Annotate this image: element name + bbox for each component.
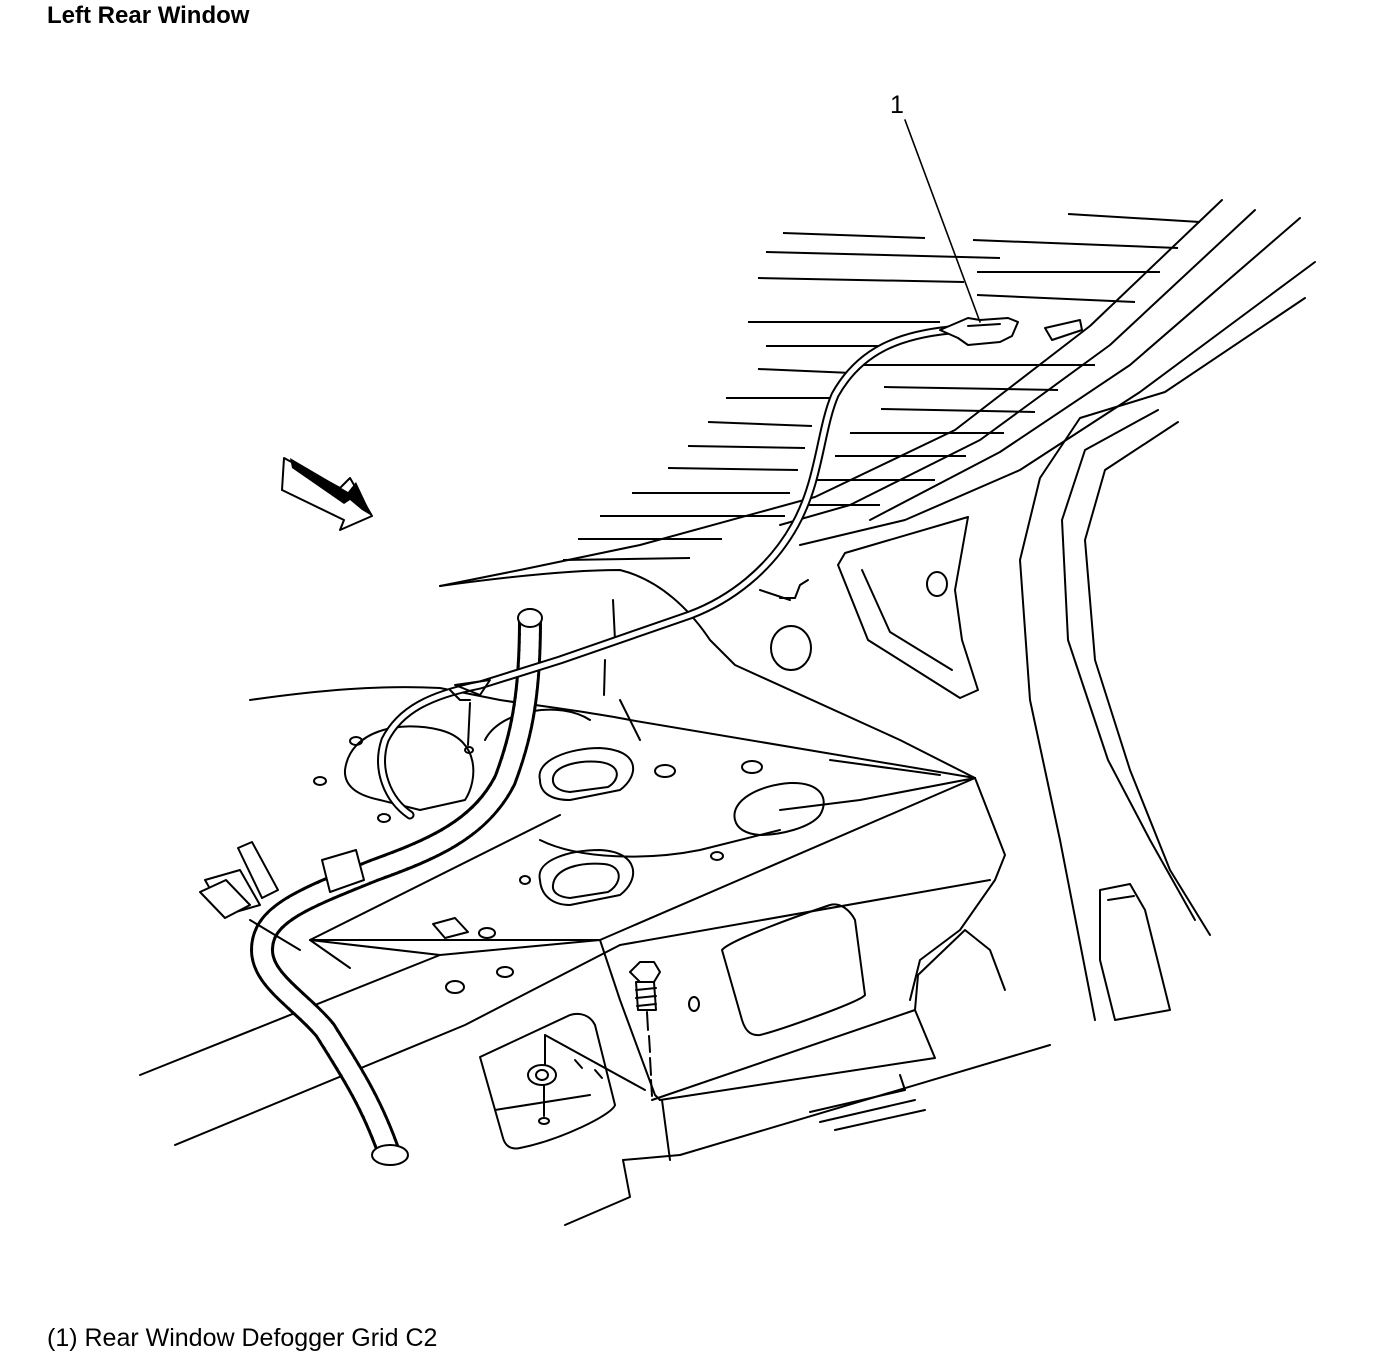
defogger-lead-wire xyxy=(377,325,955,820)
quarter-inner-panel xyxy=(759,516,979,699)
bolt-icon xyxy=(629,961,661,1097)
callout-leader-line xyxy=(904,119,981,323)
rear-window-illustration: 1 xyxy=(139,91,1316,1226)
mounting-bracket xyxy=(479,1012,646,1150)
callout-number-1: 1 xyxy=(890,91,904,119)
callout-1: 1 xyxy=(890,91,981,323)
rear-end-panel xyxy=(139,814,1051,1226)
diagram-title: Left Rear Window xyxy=(47,2,250,29)
rear-window-glass-hatching xyxy=(562,213,1201,561)
rear-deck-shelf xyxy=(249,569,1006,1001)
legend-item-1: (1) Rear Window Defogger Grid C2 xyxy=(47,1324,438,1352)
shelf-openings xyxy=(313,708,825,994)
direction-arrow-icon xyxy=(281,457,373,531)
defogger-connector-c2 xyxy=(939,317,1083,346)
harness-conduit xyxy=(199,608,543,1166)
roof-pillar-outline xyxy=(439,199,1316,1021)
